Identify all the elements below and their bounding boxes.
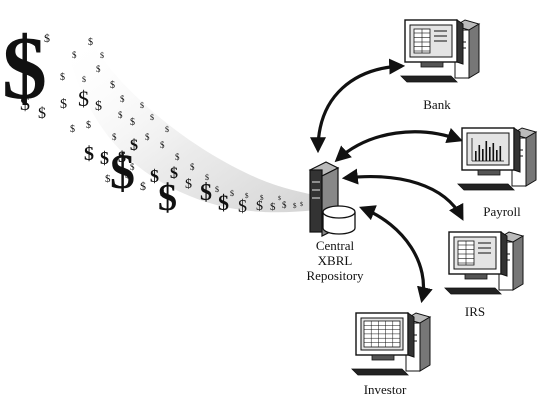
dollar-sign-icon: $ [86, 120, 91, 131]
dollar-sign-icon: $ [245, 192, 249, 200]
dollar-sign-icon: $ [160, 188, 165, 198]
dollar-sign-icon: $ [218, 190, 229, 215]
dollar-sign-icon: $ [96, 64, 101, 74]
computer-icon-bank [400, 19, 481, 83]
dollar-sign-icon: $ [278, 195, 281, 202]
bank-label: Bank [423, 97, 451, 112]
dollar-sign-icon: $ [140, 179, 146, 193]
dollar-sign-icon: $ [110, 80, 115, 91]
dollar-sign-icon: $ [215, 185, 219, 194]
dollar-sign-icon: $ [118, 149, 126, 166]
dollar-sign-icon: $ [72, 50, 77, 60]
dollar-sign-icon: $ [100, 51, 104, 60]
arrow-payroll [334, 128, 463, 163]
dollar-sign-icon: $ [84, 143, 94, 165]
dollar-sign-icon: $ [88, 37, 93, 48]
data-stream-cone [70, 40, 315, 213]
central-repository-label: Central XBRL Repository [290, 238, 380, 283]
dollar-sign-icon: $ [200, 180, 212, 206]
dollar-sign-icon: $ [70, 124, 75, 135]
dollar-sign-cluster: $$$$$$$$$$$$$$$$$$$$$$$$$$$$$$$$$$$$$$$$… [2, 19, 303, 219]
dollar-sign-icon: $ [185, 177, 192, 192]
dollar-sign-icon: $ [165, 125, 169, 134]
dollar-sign-icon: $ [38, 105, 46, 122]
dollar-sign-icon: $ [170, 165, 178, 182]
dollar-sign-icon: $ [282, 200, 287, 210]
investor-label: Investor [363, 382, 407, 397]
dollar-sign-icon: $ [118, 110, 123, 120]
arrow-investor [359, 205, 433, 304]
dollar-sign-icon: $ [78, 86, 89, 111]
arrow-bank [310, 58, 406, 154]
dollar-sign-icon: $ [60, 72, 65, 83]
dollar-sign-icon: $ [100, 148, 109, 168]
dollar-sign-icon: $ [125, 169, 131, 181]
dollar-sign-icon: $ [238, 196, 247, 216]
computer-icon-payroll [457, 127, 538, 191]
dollar-sign-icon: $ [230, 189, 234, 198]
dollar-sign-icon: $ [270, 201, 276, 213]
dollar-sign-icon: $ [150, 166, 159, 186]
repository-line-1: Central [315, 238, 355, 253]
dollar-sign-icon: $ [300, 201, 303, 208]
payroll-label: Payroll [483, 204, 521, 219]
dollar-sign-icon: $ [44, 31, 50, 45]
dollar-sign-icon: $ [105, 173, 111, 185]
dollar-sign-icon: $ [130, 117, 135, 128]
dollar-sign-icon: $ [205, 173, 209, 182]
repository-line-2: XBRL [317, 253, 353, 268]
dollar-sign-icon: $ [260, 194, 264, 202]
dollar-sign-icon: $ [112, 132, 117, 142]
dollar-sign-icon: $ [293, 202, 297, 210]
dollar-sign-icon: $ [140, 101, 144, 110]
irs-label: IRS [464, 304, 486, 319]
dollar-sign-icon: $ [130, 162, 135, 172]
dollar-sign-icon: $ [130, 137, 138, 154]
dollar-sign-icon: $ [82, 75, 86, 84]
database-icon [322, 205, 356, 235]
dollar-sign-icon: $ [175, 152, 180, 162]
dollar-sign-icon: $ [158, 177, 177, 219]
dollar-sign-icon: $ [2, 19, 47, 118]
dollar-sign-icon: $ [256, 199, 263, 214]
computer-icon-investor [351, 312, 432, 376]
connection-arrows [310, 58, 464, 304]
dollar-sign-icon: $ [110, 143, 135, 199]
arrow-irs [341, 168, 464, 221]
dollar-sign-icon: $ [190, 162, 195, 172]
dollar-sign-icon: $ [60, 97, 67, 112]
computer-icon-irs [444, 231, 525, 295]
dollar-sign-icon: $ [120, 94, 125, 104]
dollar-sign-icon: $ [95, 99, 102, 114]
dollar-sign-icon: $ [150, 113, 154, 122]
repository-line-3: Repository [306, 268, 364, 283]
dollar-sign-icon: $ [20, 93, 30, 115]
dollar-sign-icon: $ [145, 132, 150, 142]
dollar-sign-icon: $ [160, 140, 165, 150]
